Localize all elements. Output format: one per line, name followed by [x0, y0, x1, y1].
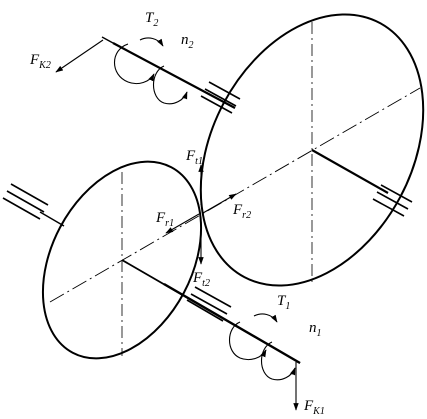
label-fr1: Fr1	[155, 210, 174, 229]
wheel-shaft	[101, 36, 389, 194]
wheel-upper-bearing	[200, 81, 241, 114]
label-ft2: Ft2	[192, 270, 210, 289]
pinion-shaft	[39, 211, 301, 365]
label-n1: n1	[309, 320, 322, 339]
pinion-gear	[41, 160, 203, 360]
wheel-lower-bearing	[372, 184, 413, 217]
label-fr2: Fr2	[232, 202, 251, 221]
label-fk2: FK2	[29, 52, 51, 71]
force-fk2-arrow	[55, 39, 104, 73]
pinion-left-bearing	[2, 183, 49, 220]
label-ft1: Ft1	[185, 148, 203, 167]
pinion-right-bearing	[186, 286, 232, 322]
force-fr1-arrow	[165, 213, 200, 234]
rotation-n2-symbol	[152, 65, 188, 105]
label-fk1: FK1	[303, 398, 325, 417]
label-n2: n2	[181, 32, 194, 51]
force-fr2-arrow	[202, 193, 237, 214]
label-t2: T2	[145, 10, 158, 29]
label-t1: T1	[277, 293, 290, 312]
rotation-n1-symbol	[260, 341, 296, 381]
torque-t1-symbol	[228, 313, 278, 361]
torque-t2-symbol	[113, 37, 164, 85]
